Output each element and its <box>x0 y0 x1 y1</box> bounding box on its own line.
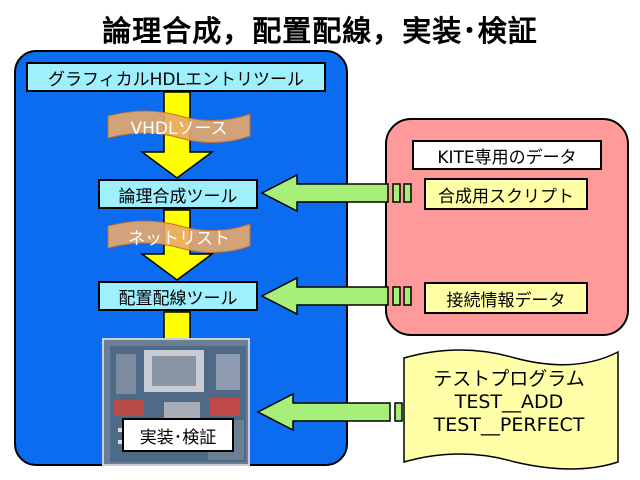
netlist-banner-shape <box>107 220 251 254</box>
test-program-list: テストプログラム TEST__ADD TEST__PERFECT <box>404 368 614 460</box>
input-arrow-3 <box>256 392 391 432</box>
synthesis-script-box: 合成用スクリプト <box>424 178 588 210</box>
kite-data-heading: KITE専用のデータ <box>412 140 602 170</box>
pnr-tool-box: 配置配線ツール <box>98 281 258 311</box>
input-arrow-2-stripe-a <box>392 286 401 306</box>
test-program-item: TEST__ADD <box>454 391 564 413</box>
netlist-label: ネットリスト <box>128 228 230 249</box>
test-program-item: TEST__PERFECT <box>433 414 585 436</box>
hdl-entry-tool-box: グラフィカルHDLエントリツール <box>26 62 326 92</box>
vhdl-source-label: VHDLソース <box>130 118 228 139</box>
input-arrow-1-stripe-a <box>392 183 401 203</box>
synthesis-tool-box: 論理合成ツール <box>98 179 258 209</box>
input-arrow-2-stripe-b <box>403 286 412 306</box>
implementation-box: 実装･検証 <box>122 418 234 452</box>
page-title: 論理合成，配置配線，実装･検証 <box>102 14 538 48</box>
test-program-scroll <box>403 349 619 470</box>
input-arrow-2 <box>260 276 389 316</box>
vhdl-source-banner: VHDLソース <box>106 108 252 144</box>
input-arrow-1-stripe-b <box>403 183 412 203</box>
input-arrow-1 <box>260 173 389 213</box>
input-arrow-3-stripe-a <box>394 402 403 422</box>
connection-data-box: 接続情報データ <box>424 282 588 314</box>
test-program-heading: テストプログラム <box>433 368 585 390</box>
vhdl-banner-shape <box>107 110 251 144</box>
netlist-banner: ネットリスト <box>106 218 252 254</box>
